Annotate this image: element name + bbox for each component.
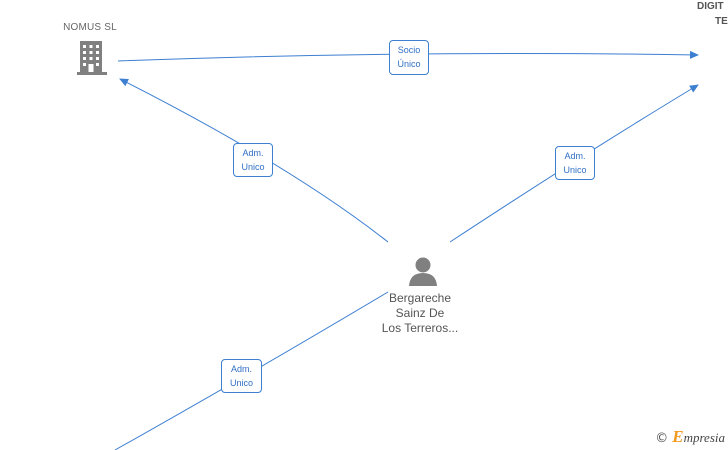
edge-label-adm-unico-bottom[interactable]: Adm. Unico [221, 359, 262, 393]
company-name-line2: TE [715, 16, 728, 27]
brand-watermark: ©Empresia [655, 427, 725, 447]
edge-label-line1: Adm. [230, 364, 252, 374]
edge-label-line1: Socio [397, 45, 421, 55]
edge-label-line1: Adm. [242, 148, 264, 158]
company-name: NOMUS SL [63, 22, 117, 33]
person-name-line3: Los Terreros... [381, 321, 459, 335]
brand-logo-letter: E [672, 427, 684, 446]
edge-label-adm-unico-digit[interactable]: Adm. Unico [555, 146, 595, 180]
edge-label-adm-unico-nomus[interactable]: Adm. Unico [233, 143, 273, 177]
person-icon[interactable] [408, 256, 438, 286]
edge-label-line2: Unico [563, 165, 587, 175]
edge-label-line2: Unico [229, 378, 253, 388]
person-name-line2: Sainz De [395, 306, 445, 320]
edge-label-line2: Único [397, 59, 421, 69]
person-name-line1: Bergareche [388, 291, 452, 305]
edge-label-line1: Adm. [564, 151, 586, 161]
building-icon[interactable] [77, 41, 107, 75]
edge-label-socio-unico[interactable]: Socio Único [389, 40, 429, 75]
edge-label-line2: Unico [241, 162, 265, 172]
brand-logo-text: mpresia [683, 430, 725, 445]
company-node-nomus-label[interactable]: NOMUS SL [40, 20, 140, 35]
person-node-label[interactable]: Bergareche Sainz De Los Terreros... [360, 291, 480, 336]
copyright-icon: © [655, 431, 669, 446]
company-node-digit-label[interactable]: DIGIT TE [697, 0, 728, 29]
company-name-line1: DIGIT [697, 1, 724, 12]
